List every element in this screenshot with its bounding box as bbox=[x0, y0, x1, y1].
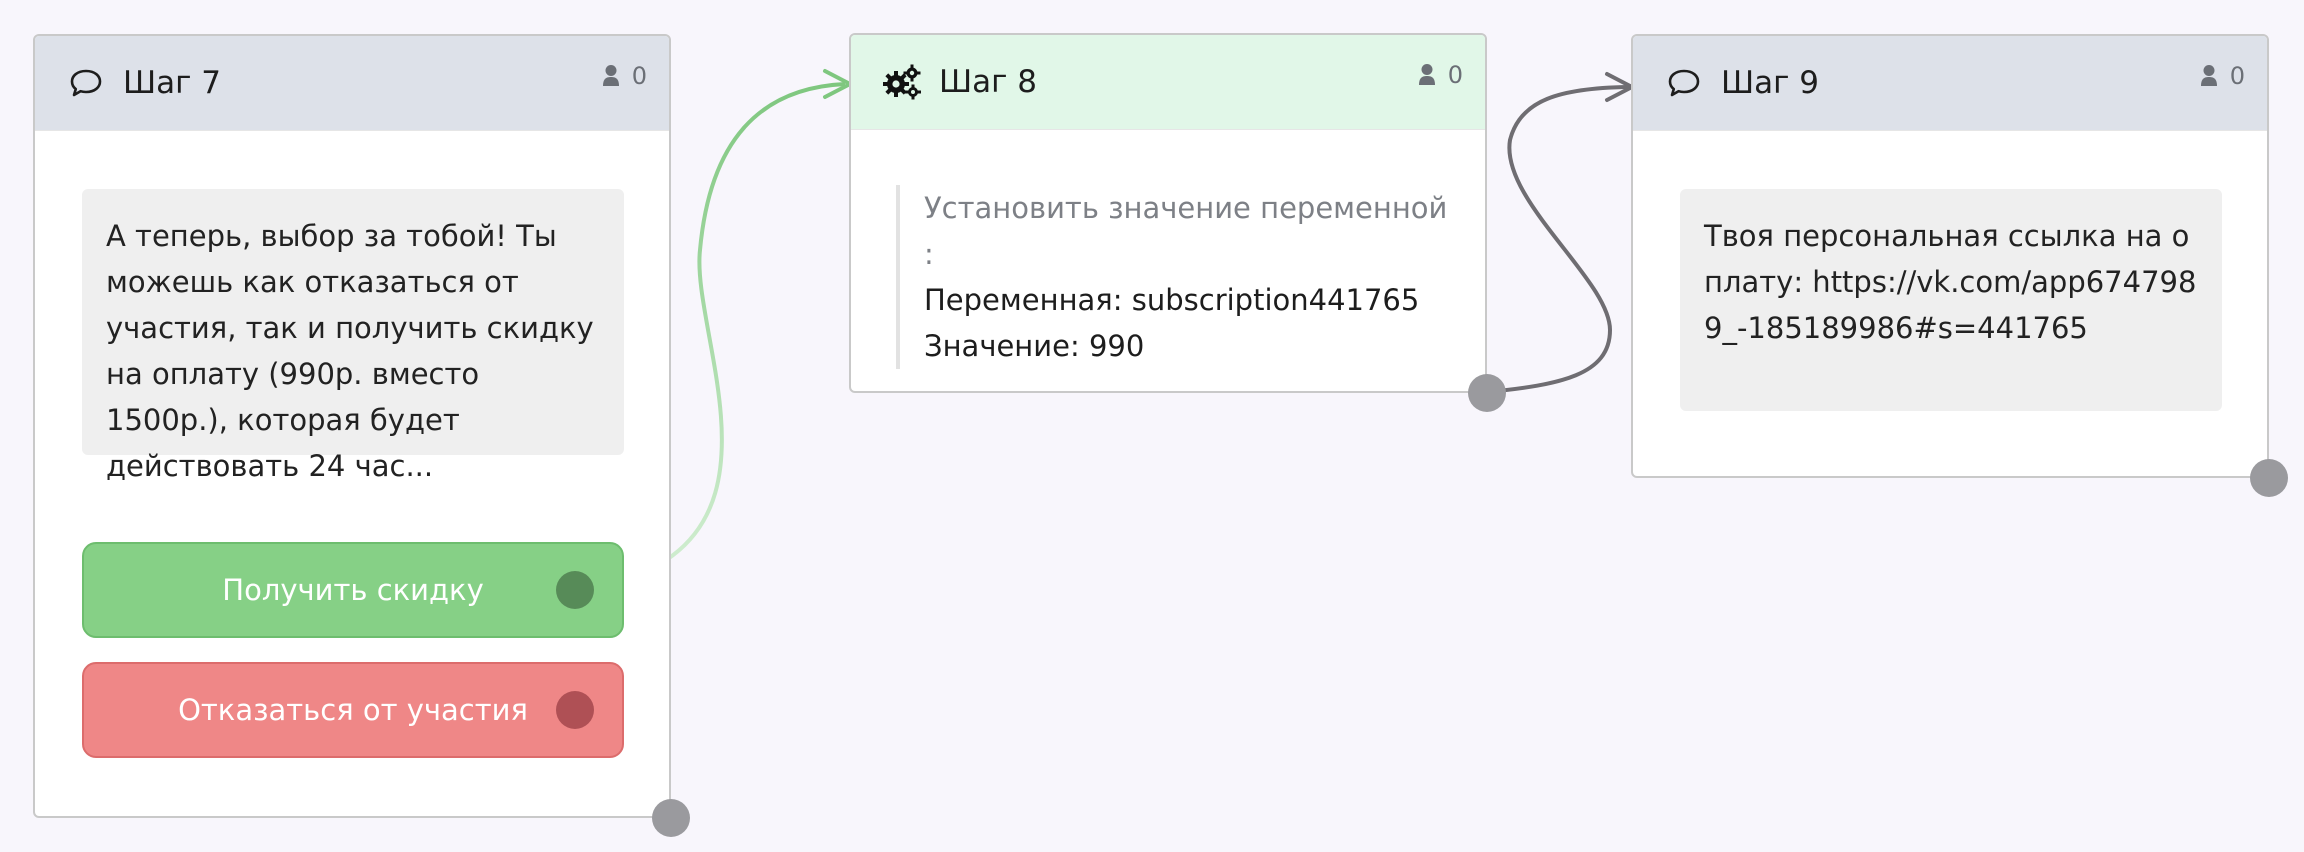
get-discount-button[interactable]: Получить скидку bbox=[82, 542, 624, 638]
decline-participation-button[interactable]: Отказаться от участия bbox=[82, 662, 624, 758]
subscriber-counter: 0 bbox=[602, 62, 647, 90]
user-icon bbox=[602, 65, 619, 86]
button-connector-port[interactable] bbox=[556, 691, 594, 729]
step-8-output-port[interactable] bbox=[1468, 374, 1506, 412]
step-8-card[interactable]: Шаг 8 0 Установить значение переменной :… bbox=[849, 33, 1487, 393]
button-label: Отказаться от участия bbox=[178, 693, 528, 727]
subscriber-counter: 0 bbox=[2200, 62, 2245, 90]
link-step8-to-step9[interactable] bbox=[1486, 85, 1629, 394]
value-line: Значение: 990 bbox=[924, 329, 1145, 363]
speech-bubble-icon bbox=[1665, 64, 1703, 102]
message-text: Твоя персональная ссылка на оплату: http… bbox=[1680, 189, 2222, 411]
step-title: Шаг 8 bbox=[939, 64, 1038, 100]
subscriber-count: 0 bbox=[1447, 61, 1463, 89]
step-7-header[interactable]: Шаг 7 0 bbox=[35, 36, 669, 131]
link-step7-to-step8[interactable] bbox=[574, 82, 846, 592]
action-heading: Установить значение переменной : bbox=[924, 191, 1448, 271]
speech-bubble-icon bbox=[67, 64, 105, 102]
button-connector-port[interactable] bbox=[556, 571, 594, 609]
step-8-header[interactable]: Шаг 8 0 bbox=[851, 35, 1485, 130]
user-icon bbox=[2200, 65, 2217, 86]
step-9-card[interactable]: Шаг 9 0 Твоя персональная ссылка на опла… bbox=[1631, 34, 2269, 478]
variable-line: Переменная: subscription441765 bbox=[924, 283, 1420, 317]
button-label: Получить скидку bbox=[222, 573, 484, 607]
step-7-card[interactable]: Шаг 7 0 А теперь, выбор за тобой! Ты мож… bbox=[33, 34, 671, 818]
user-icon bbox=[1418, 64, 1435, 85]
step-9-output-port[interactable] bbox=[2250, 459, 2288, 497]
message-text: А теперь, выбор за тобой! Ты можешь как … bbox=[82, 189, 624, 483]
gears-icon bbox=[883, 63, 921, 101]
step-9-header[interactable]: Шаг 9 0 bbox=[1633, 36, 2267, 131]
step-title: Шаг 9 bbox=[1721, 65, 1820, 101]
subscriber-count: 0 bbox=[631, 62, 647, 90]
subscriber-counter: 0 bbox=[1418, 61, 1463, 89]
step-7-output-port[interactable] bbox=[652, 799, 690, 837]
set-variable-action: Установить значение переменной : Перемен… bbox=[896, 185, 1464, 369]
subscriber-count: 0 bbox=[2229, 62, 2245, 90]
step-title: Шаг 7 bbox=[123, 65, 222, 101]
